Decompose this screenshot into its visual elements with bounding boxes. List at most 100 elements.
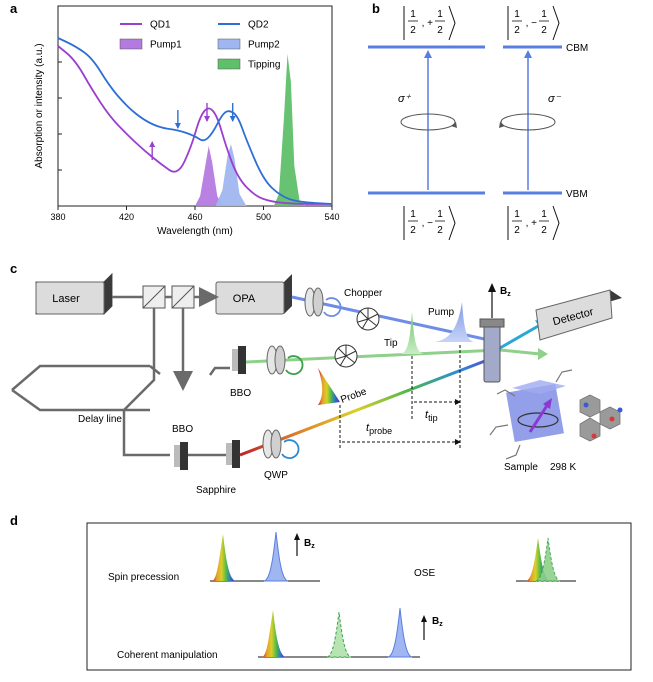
pulse-sequence-diagram: Bz Spin precession OSE Bz Coherent manip…: [86, 522, 632, 671]
sapphire-label: Sapphire: [196, 485, 236, 496]
pump-pulse-coherent: [387, 607, 413, 658]
spin-precession-label: Spin precession: [108, 572, 179, 583]
svg-text:1: 1: [410, 209, 416, 220]
bz-label-d1: Bz: [304, 538, 315, 550]
svg-text:1: 1: [437, 9, 443, 20]
svg-text:2: 2: [514, 225, 520, 236]
series-line-qd2: [57, 37, 333, 205]
svg-text:2: 2: [514, 25, 520, 36]
laser-box: Laser: [35, 272, 113, 315]
pump-pulse-spin: [263, 531, 289, 582]
tip-label: Tip: [384, 338, 398, 349]
sigma-minus-rotation-arrowhead: [499, 122, 505, 128]
svg-text:1: 1: [541, 9, 547, 20]
legend-label: Pump2: [248, 40, 280, 51]
ket-left-bottom: 1 2 , − 1 2: [403, 205, 456, 241]
chopper-label: Chopper: [344, 288, 383, 299]
svg-text:1: 1: [541, 209, 547, 220]
transition-arrowhead-right: [524, 50, 532, 58]
ket-left-top: 1 2 , + 1 2: [403, 5, 456, 41]
probe-label: Probe: [339, 386, 368, 406]
detection-beam: [499, 323, 541, 350]
panel-a-label: a: [10, 1, 18, 16]
sample-holder: [483, 319, 501, 383]
probe-pulse-coherent: [262, 610, 286, 657]
chart-lines: [57, 37, 333, 205]
chart-areas: [195, 54, 305, 206]
t-probe-label: tprobe: [366, 422, 392, 436]
sigma-plus-label: σ⁺: [398, 93, 412, 105]
temperature-label: 298 K: [550, 462, 576, 473]
sigma-minus-label: σ⁻: [548, 93, 562, 105]
svg-text:,: ,: [526, 18, 529, 29]
svg-text:1: 1: [514, 9, 520, 20]
laser-label: Laser: [52, 293, 80, 305]
svg-text:2: 2: [541, 225, 547, 236]
panel-d-frame: [86, 522, 632, 671]
sample-nanocrystal-illustration: [489, 369, 623, 460]
qwp-waveplate: [262, 429, 300, 459]
waveplate-tip: [266, 345, 304, 375]
svg-text:2: 2: [410, 25, 416, 36]
bbo-crystal-1: [238, 346, 246, 374]
probe-pulse-ose: [526, 538, 550, 581]
chopper-wheel-1: [356, 307, 380, 331]
ket-right-bottom: 1 2 , + 1 2: [507, 205, 560, 241]
series-area-pump1: [195, 146, 223, 206]
svg-text:,: ,: [526, 218, 529, 229]
panel-d-label: d: [10, 513, 18, 528]
bbo-crystal-2: [180, 442, 188, 470]
annotation-arrowhead: [203, 116, 210, 122]
x-tick-label: 380: [50, 212, 65, 222]
sigma-minus-rotation-icon: [500, 113, 556, 131]
panel-c-label: c: [10, 261, 17, 276]
svg-text:,: ,: [422, 18, 425, 29]
detector-box: Detector: [535, 289, 622, 341]
waveplate-pump: [304, 287, 342, 317]
probe-pulse-spin: [212, 534, 236, 581]
y-axis-label: Absorption or intensity (a.u.): [34, 43, 45, 168]
delay-line-label: Delay line: [78, 414, 122, 425]
svg-text:2: 2: [437, 25, 443, 36]
x-axis-label: Wavelength (nm): [157, 226, 233, 237]
bbo-label-1: BBO: [230, 388, 251, 399]
tip-pulse-ose: [535, 537, 561, 582]
svg-text:1: 1: [410, 9, 416, 20]
svg-text:+: +: [531, 218, 537, 229]
svg-text:+: +: [427, 18, 433, 29]
tip-pulse: [400, 312, 424, 354]
pump-pulse: [434, 302, 474, 342]
svg-text:1: 1: [437, 209, 443, 220]
qwp-label: QWP: [264, 470, 288, 481]
legend-swatch: [217, 38, 241, 50]
legend-swatch: [119, 38, 143, 50]
tip-pulse-coherent: [326, 611, 352, 658]
bz-label-c: Bz: [500, 286, 511, 298]
chopper-wheel-2: [334, 344, 358, 368]
annotation-arrowhead: [174, 123, 181, 129]
annotation-arrowhead: [229, 116, 236, 122]
probe-spectrum: [318, 368, 340, 405]
pump-label: Pump: [428, 307, 455, 318]
delay-line-retroreflector: [11, 364, 161, 412]
optical-setup: Laser OPA Delay line: [11, 272, 623, 496]
sigma-plus-rotation-arrowhead: [451, 122, 457, 128]
svg-text:2: 2: [437, 225, 443, 236]
bbo-label-2: BBO: [172, 424, 193, 435]
energy-level-diagram: CBM VBM σ⁺ σ⁻ 1 2 , + 1 2 1: [368, 5, 588, 241]
svg-text:−: −: [531, 18, 537, 29]
series-line-qd1: [57, 45, 332, 205]
transition-arrowhead-left: [424, 50, 432, 58]
legend-label: Tipping: [248, 60, 280, 71]
probe-beam: [239, 354, 499, 457]
t-tip-label: ttip: [425, 409, 438, 423]
x-tick-label: 460: [187, 212, 202, 222]
legend-swatch: [217, 58, 241, 70]
legend-label: QD1: [150, 20, 171, 31]
opa-label: OPA: [233, 293, 256, 305]
annotation-arrowhead: [149, 141, 156, 147]
sigma-plus-rotation-icon: [400, 113, 456, 131]
